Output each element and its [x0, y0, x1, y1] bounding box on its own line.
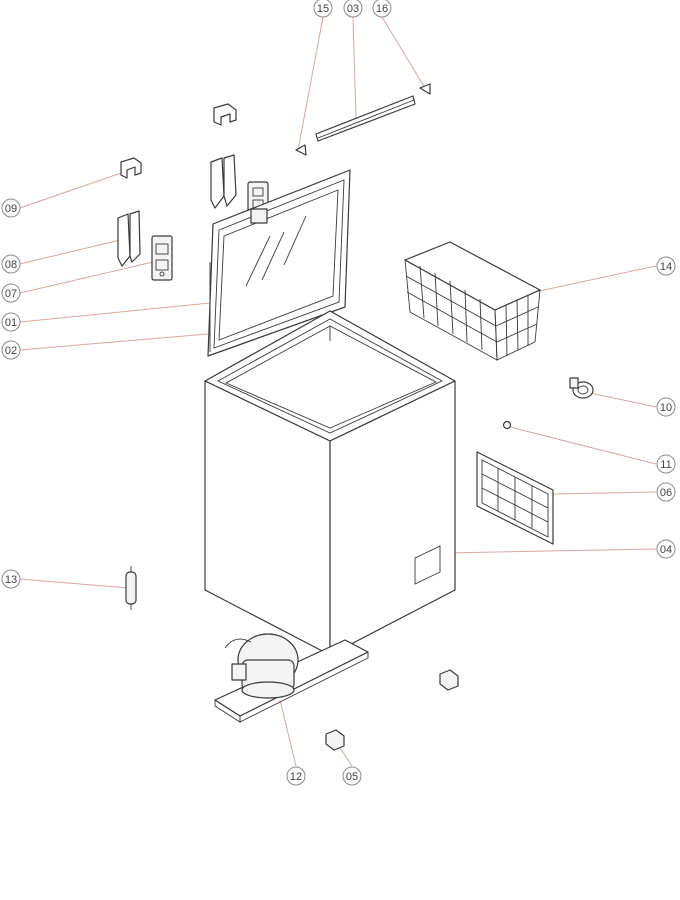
callout-10: 10 — [656, 397, 676, 417]
foot-right — [439, 669, 459, 691]
trim-end-cap-left — [295, 144, 307, 156]
callout-13: 13 — [1, 569, 21, 589]
svg-text:08: 08 — [5, 259, 17, 271]
callout-15: 15 — [313, 0, 333, 18]
leader-lines — [19, 16, 657, 767]
callout-01: 01 — [1, 312, 21, 332]
hinge-07 — [151, 235, 173, 281]
clip-top — [213, 103, 237, 126]
callout-16: 16 — [372, 0, 392, 18]
lid — [207, 169, 351, 357]
svg-text:09: 09 — [5, 203, 17, 215]
callout-02: 02 — [1, 340, 21, 360]
top-trim-strip — [315, 95, 416, 142]
svg-text:13: 13 — [5, 574, 17, 586]
svg-text:06: 06 — [660, 487, 672, 499]
callout-11: 11 — [656, 454, 676, 474]
svg-text:02: 02 — [5, 345, 17, 357]
cabinet-body — [204, 310, 456, 656]
wire-basket — [404, 241, 541, 361]
foot-05 — [325, 729, 345, 751]
callout-04: 04 — [656, 539, 676, 559]
drier-filter — [125, 566, 137, 610]
callout-08: 08 — [1, 254, 21, 274]
svg-text:07: 07 — [5, 288, 17, 300]
hinge-cover-08 — [117, 210, 141, 267]
svg-text:12: 12 — [290, 771, 302, 783]
callout-12: 12 — [286, 766, 306, 786]
callout-06: 06 — [656, 482, 676, 502]
svg-text:11: 11 — [660, 459, 671, 471]
callout-14: 14 — [656, 256, 676, 276]
svg-text:04: 04 — [660, 544, 672, 556]
indicator-lamp — [502, 420, 512, 430]
svg-text:14: 14 — [660, 261, 672, 273]
svg-text:10: 10 — [660, 402, 672, 414]
svg-text:03: 03 — [347, 3, 359, 15]
trim-end-cap-right — [419, 83, 431, 95]
callout-07: 07 — [1, 283, 21, 303]
callout-09: 09 — [1, 198, 21, 218]
svg-text:15: 15 — [317, 3, 329, 15]
callout-05: 05 — [342, 766, 362, 786]
clip-09 — [120, 157, 142, 179]
svg-text:16: 16 — [376, 3, 388, 15]
callout-03: 03 — [343, 0, 363, 18]
hinge-cover-upper — [210, 154, 237, 209]
compressor-assembly — [214, 633, 369, 723]
svg-text:01: 01 — [5, 317, 17, 329]
svg-text:05: 05 — [346, 771, 358, 783]
vent-grille — [476, 451, 554, 545]
thermostat-knob — [569, 377, 594, 399]
